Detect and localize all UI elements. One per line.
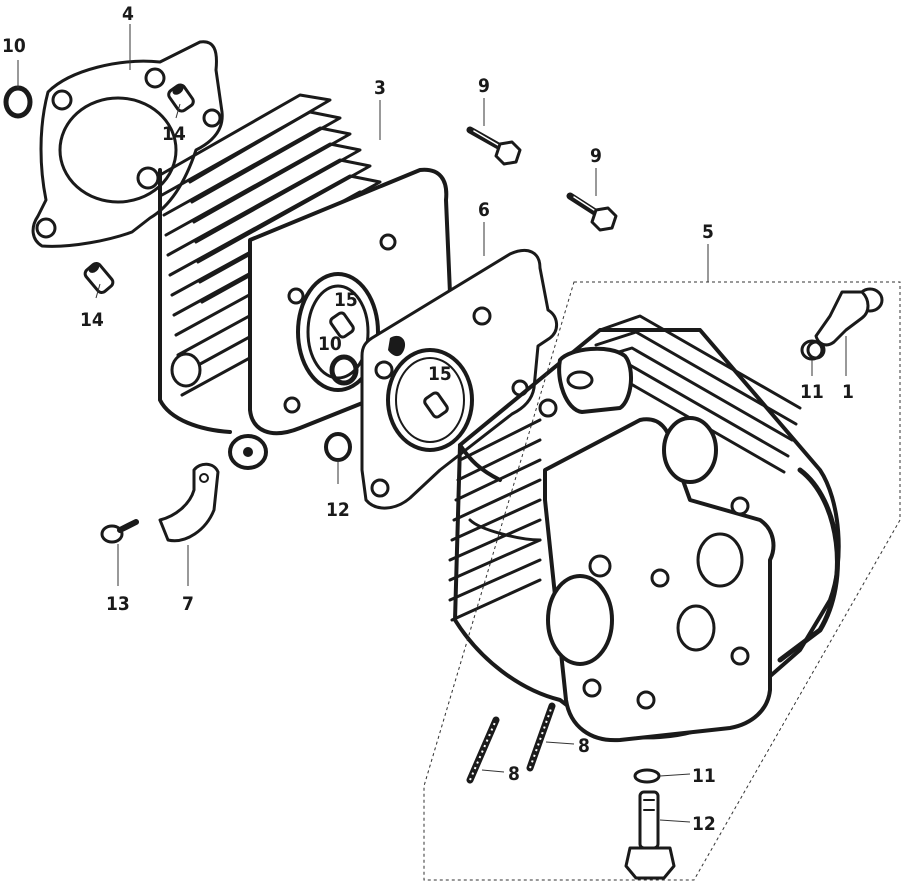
callout-14-upper: 14 (162, 123, 186, 145)
part-1-fitting (806, 287, 884, 360)
part-8-stud-right (526, 702, 556, 772)
part-6-cylinder-head-gasket (360, 249, 558, 510)
part-4-cylinder-base-gasket (31, 40, 224, 248)
callout-12-middle: 12 (326, 499, 350, 521)
callout-10-top: 10 (2, 35, 26, 57)
part-12-o-ring (324, 432, 352, 462)
callout-10-cylinder: 10 (318, 333, 342, 355)
callout-6: 6 (478, 199, 490, 221)
leader-lines (17, 24, 847, 823)
callout-12-bolt: 12 (692, 813, 716, 835)
part-5-cylinder-head (448, 314, 841, 743)
callout-15-cylinder: 15 (334, 289, 358, 311)
part-11-o-ring-lower (633, 768, 661, 784)
part-9-bolt-upper (466, 126, 522, 166)
callout-9-upper: 9 (478, 75, 490, 97)
callout-4: 4 (122, 3, 134, 25)
callout-9-lower: 9 (590, 145, 602, 167)
part-5-assembly-boundary (423, 281, 901, 881)
callout-11-lower: 11 (692, 765, 716, 787)
part-13-screw (100, 519, 139, 544)
callout-labels: 4 10 14 14 3 9 9 6 5 15 10 15 11 1 12 13… (2, 3, 854, 835)
part-11-o-ring-upper (800, 339, 824, 361)
callout-7: 7 (182, 593, 194, 615)
part-12-flange-bolt (624, 790, 676, 880)
callout-1: 1 (842, 381, 854, 403)
part-14-dowel-pin-upper (167, 83, 195, 113)
callout-13: 13 (106, 593, 130, 615)
part-9-bolt-lower (566, 192, 618, 232)
part-8-stud-left (466, 716, 500, 784)
callout-8-right: 8 (578, 735, 590, 757)
part-10-o-ring (3, 85, 33, 119)
part-7-clamp-bracket (158, 462, 220, 543)
callout-15-gasket: 15 (428, 363, 452, 385)
part-14-dowel-pin-lower (83, 262, 115, 294)
callout-11-upper: 11 (800, 381, 824, 403)
callout-5: 5 (702, 221, 714, 243)
callout-8-left: 8 (508, 763, 520, 785)
callout-3: 3 (374, 77, 386, 99)
callout-14-lower: 14 (80, 309, 104, 331)
